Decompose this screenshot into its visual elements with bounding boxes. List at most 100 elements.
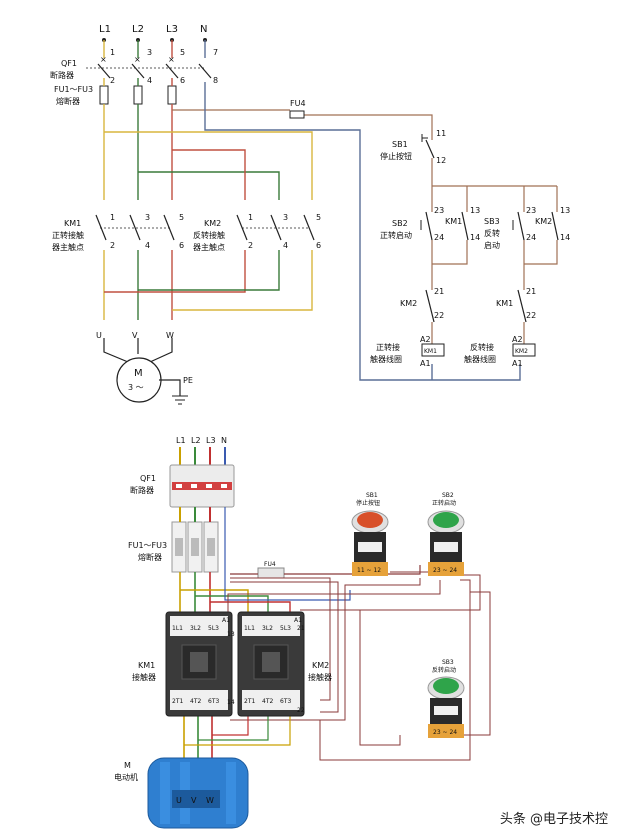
- km2-main-line1: 反转接触: [193, 230, 225, 240]
- motor-device: [147, 757, 249, 829]
- motor-term-u: U: [96, 331, 102, 340]
- km2-top-5l3: 5L3: [280, 625, 291, 632]
- forward-button-green: [427, 510, 465, 576]
- km2-bot-4t2: 4T2: [262, 698, 273, 705]
- wiring-qf1-name: 断路器: [130, 485, 154, 495]
- km1-bot-2t1: 2T1: [172, 698, 183, 705]
- wiring-motor-tag: M: [124, 761, 131, 770]
- km2-contactor-device: [237, 611, 305, 717]
- km1-term-1: 1: [110, 213, 115, 222]
- fuse-tag: FU1～FU3: [54, 85, 93, 94]
- wiring-phase-l1: L1: [176, 436, 186, 445]
- wiring-fuse-name: 熔断器: [138, 552, 162, 562]
- km1-main-line2: 器主触点: [52, 242, 84, 252]
- wiring-sb1-terms: 11 ~ 12: [357, 567, 381, 574]
- sb3-tag: SB3: [484, 217, 500, 226]
- km1-term-5: 5: [179, 213, 184, 222]
- qf1-term-8: 8: [213, 76, 218, 85]
- km1-contactor-device: [165, 611, 233, 717]
- wiring-fu4-label: FU4: [264, 561, 276, 568]
- fuse-name: 熔断器: [56, 96, 80, 106]
- wiring-sb3-tag: SB3: [442, 659, 454, 666]
- motor-term-w: W: [166, 331, 174, 340]
- motor-phase: 3 ～: [128, 383, 144, 392]
- wiring-sb1-name: 停止按钮: [356, 499, 380, 507]
- interlock-right-t21: 21: [526, 287, 536, 296]
- qf1-term-3: 3: [147, 48, 152, 57]
- km1-aux-tag: KM1: [445, 217, 462, 226]
- wiring-sb2-name: 正转启动: [432, 499, 456, 507]
- wiring-fuse-tag: FU1～FU3: [128, 541, 167, 550]
- ground-icon: [159, 379, 188, 405]
- wiring-sb1-tag: SB1: [366, 492, 378, 499]
- power-wires: [103, 78, 521, 381]
- schematic: L1 L2 L3 N 1 3 5 7 2 4 6 8 QF1 断路器 × ×: [50, 24, 570, 405]
- coil1-symbol: [421, 343, 445, 357]
- qf1-tag: QF1: [61, 59, 77, 68]
- wiring-phase-l2: L2: [191, 436, 201, 445]
- coil1-line2: 触器线圈: [370, 354, 402, 364]
- wiring-sb3-name: 反转启动: [432, 666, 456, 674]
- motor-letter: M: [134, 368, 143, 379]
- km2-aux-t14: 14: [560, 233, 570, 242]
- coil2-a1: A1: [512, 359, 523, 368]
- interlock-left-t22: 22: [434, 311, 444, 320]
- coil2-line2: 触器线圈: [464, 354, 496, 364]
- fu4-label: FU4: [290, 99, 306, 108]
- km1-main-contact-symbol: [95, 214, 175, 241]
- wiring-fu4-device: [257, 567, 285, 579]
- interlock-left-t21: 21: [434, 287, 444, 296]
- km1-term-2: 2: [110, 241, 115, 250]
- fuse-holders: [171, 507, 219, 573]
- wiring-km2-name: 接触器: [308, 672, 332, 682]
- interlock-right-t22: 22: [526, 311, 536, 320]
- coil1-tag: KM1: [424, 348, 437, 355]
- km2-bot-2t1: 2T1: [244, 698, 255, 705]
- km1-main-line1: 正转接触: [52, 230, 84, 240]
- svg-text:×: ×: [100, 55, 107, 64]
- qf1-term-4: 4: [147, 76, 152, 85]
- km2-aux-21: 21: [297, 625, 305, 632]
- km1-bot-4t2: 4T2: [190, 698, 201, 705]
- km2-aux-t13: 13: [560, 206, 570, 215]
- sb3-start-symbol: [512, 211, 525, 241]
- wiring-motor-name: 电动机: [114, 772, 138, 782]
- wiring-sb2-tag: SB2: [442, 492, 454, 499]
- coil1-line1: 正转接: [376, 342, 400, 352]
- wiring-qf1-tag: QF1: [140, 474, 156, 483]
- fuse-symbols: [99, 85, 177, 105]
- wiring-illustration: L1 L2 L3 N QF1 断路器: [114, 436, 491, 829]
- km2-main-contact-symbol: [236, 214, 315, 241]
- wiring-sb2-terms: 23 ~ 24: [433, 567, 457, 574]
- qf1-term-6: 6: [180, 76, 185, 85]
- sb3-t23: 23: [526, 206, 536, 215]
- motor-symbol: [116, 357, 162, 403]
- phase-label-l2: L2: [132, 24, 144, 35]
- qf1-breaker-device: [169, 464, 235, 508]
- wiring-km2-tag: KM2: [312, 661, 329, 670]
- sb3-t24: 24: [526, 233, 536, 242]
- km1-top-3l2: 3L2: [190, 625, 201, 632]
- sb2-t23: 23: [434, 206, 444, 215]
- supply-dots: [102, 38, 207, 42]
- sb2-t24: 24: [434, 233, 444, 242]
- km2-top-1l1: 1L1: [244, 625, 255, 632]
- sb3-name: 反转: [484, 228, 500, 238]
- control-wires: [431, 128, 558, 380]
- km2-term-5: 5: [316, 213, 321, 222]
- svg-text:×: ×: [168, 55, 175, 64]
- km2-term-2: 2: [248, 241, 253, 250]
- km2-term-1: 1: [248, 213, 253, 222]
- phase-label-l1: L1: [99, 24, 111, 35]
- km1-aux-t14: 14: [470, 233, 480, 242]
- interlock-right-tag: KM1: [496, 299, 513, 308]
- sb3-name2: 启动: [484, 240, 500, 250]
- qf1-term-1: 1: [110, 48, 115, 57]
- sb1-tag: SB1: [392, 140, 408, 149]
- km1-aux-symbol: [461, 211, 469, 241]
- wiring-motor-w: W: [206, 796, 214, 805]
- phase-label-n: N: [200, 24, 207, 35]
- km2-main-tag: KM2: [204, 219, 221, 228]
- wiring-motor-u: U: [176, 796, 182, 805]
- qf1-name: 断路器: [50, 70, 74, 80]
